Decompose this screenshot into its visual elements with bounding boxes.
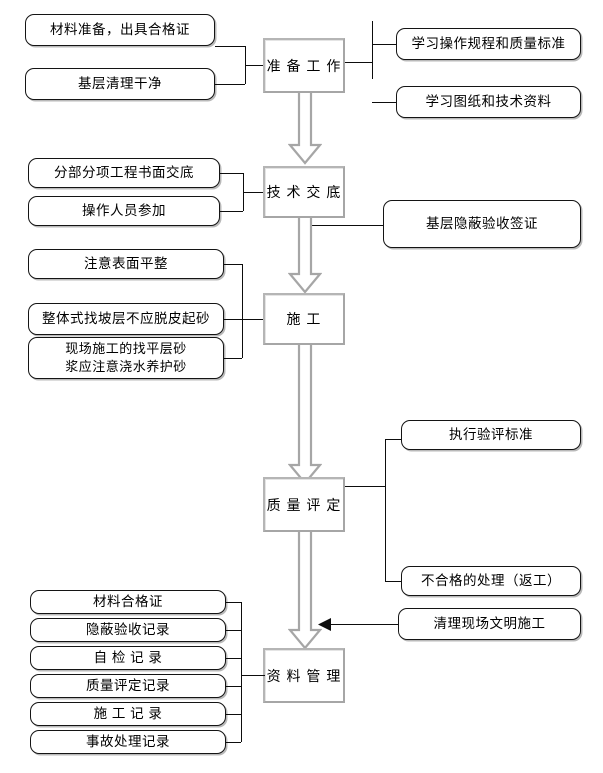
connector-record-spine [241, 602, 242, 742]
connector-construction-left-stem [242, 319, 265, 320]
input-box-nonconforming-rework: 不合格的处理（返工） [401, 566, 581, 596]
input-box-base-cleaning: 基层清理干净 [25, 68, 215, 100]
input-box-surface-flatness: 注意表面平整 [28, 249, 224, 279]
connector-record-3 [226, 658, 241, 659]
process-box-quality-assessment: 质 量 评 定 [263, 477, 345, 532]
connector-tech-left-top [220, 173, 243, 174]
input-box-slope-layer: 整体式找坡层不应脱皮起砂 [28, 303, 224, 335]
connector-record-4 [226, 686, 241, 687]
connector-tech-left-bottom [220, 211, 243, 212]
input-box-leveling-mortar: 现场施工的找平层砂 浆应注意浇水养护砂 [28, 337, 224, 379]
connector-quality-right-bottom [385, 581, 402, 582]
input-box-material-prep: 材料准备，出具合格证 [25, 14, 215, 46]
record-box-self-inspection: 自 检 记 录 [30, 646, 226, 670]
input-box-written-disclosure: 分部分项工程书面交底 [28, 158, 220, 188]
record-box-material-certificate: 材料合格证 [30, 590, 226, 614]
process-box-preparation: 准 备 工 作 [263, 38, 345, 93]
connector-record-6 [226, 742, 241, 743]
connector-prep-left-stem [245, 65, 267, 66]
process-box-construction: 施 工 [263, 293, 345, 345]
connector-quality-right-top [385, 439, 402, 440]
connector-construction-left-top [224, 264, 242, 265]
connector-tech-left-stem [243, 192, 265, 193]
input-box-hidden-acceptance: 基层隐蔽验收签证 [383, 200, 581, 248]
record-box-accident-handling: 事故处理记录 [30, 730, 226, 754]
connector-prep-right-stem [345, 62, 372, 63]
flow-arrow-prep-to-tech [288, 93, 322, 165]
arrowhead-cleanup-to-spine [318, 617, 332, 632]
input-box-acceptance-standard: 执行验评标准 [401, 420, 581, 450]
record-box-hidden-acceptance: 隐蔽验收记录 [30, 618, 226, 642]
process-box-technical-disclosure: 技 术 交 底 [263, 166, 345, 218]
input-box-study-drawings: 学习图纸和技术资料 [396, 86, 581, 118]
connector-quality-right-spine [385, 439, 386, 582]
connector-record-5 [226, 714, 241, 715]
connector-record-1 [226, 602, 241, 603]
flow-arrow-construction-to-quality [288, 345, 322, 485]
connector-prep-left-top [215, 46, 245, 47]
record-box-quality-assessment: 质量评定记录 [30, 674, 226, 698]
connector-prep-left-bottom [215, 84, 245, 85]
connector-cleanup-line [329, 624, 398, 625]
connector-construction-left-spine [242, 264, 243, 358]
connector-construction-left-mid [224, 319, 242, 320]
input-box-leveling-mortar-text: 现场施工的找平层砂 浆应注意浇水养护砂 [65, 341, 187, 374]
record-box-construction-log: 施 工 记 录 [30, 702, 226, 726]
flow-arrow-tech-to-construction [288, 218, 322, 294]
input-box-operator-participation: 操作人员参加 [28, 196, 220, 226]
connector-record-2 [226, 630, 241, 631]
input-box-site-cleanup: 清理现场文明施工 [398, 608, 581, 640]
connector-construction-left-bottom [224, 358, 242, 359]
connector-record-stem [241, 675, 265, 676]
connector-prep-right-spine [372, 21, 373, 79]
input-box-study-procedures: 学习操作规程和质量标准 [396, 28, 581, 60]
connector-prep-right-bottom [372, 102, 397, 103]
flow-arrow-quality-to-records [288, 532, 322, 650]
connector-quality-right-stem [345, 486, 385, 487]
connector-tech-right-stem [310, 225, 383, 226]
process-box-records-management: 资 料 管 理 [263, 648, 345, 703]
connector-prep-right-top [372, 44, 397, 45]
